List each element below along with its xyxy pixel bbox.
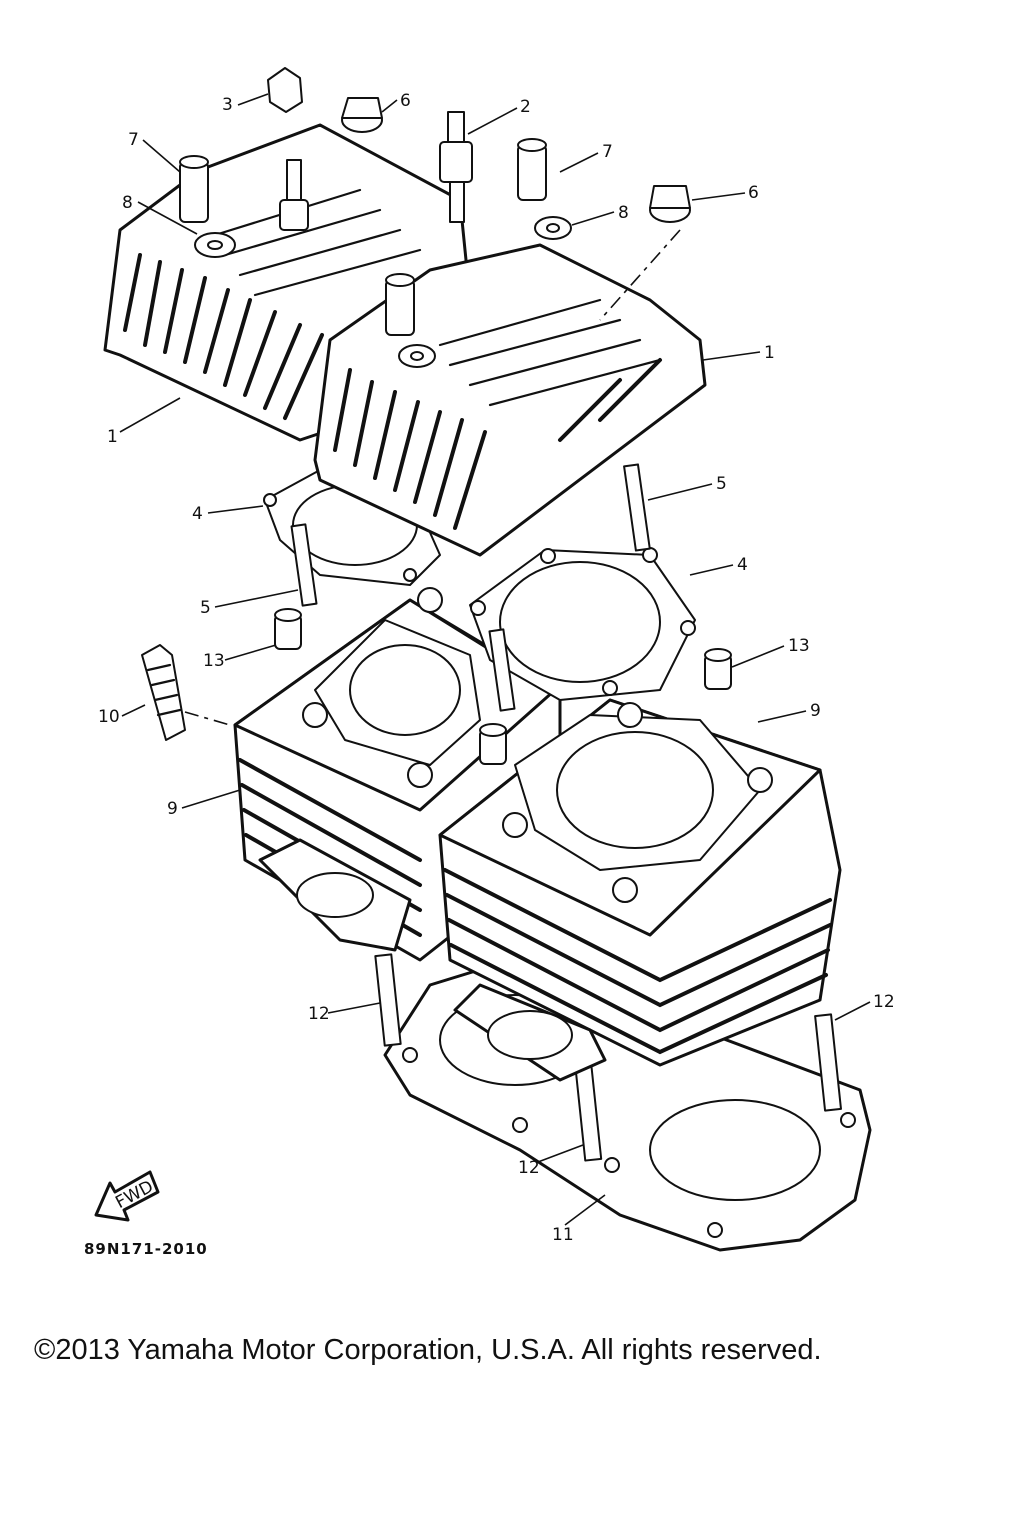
callout-11: 11 [552,1225,574,1245]
acorn-nut-dashline [599,229,681,321]
copyright-notice: ©2013 Yamaha Motor Corporation, U.S.A. A… [34,1334,822,1366]
cylinder-right [438,698,842,1082]
drawing-code: 89N171-2010 [84,1240,208,1258]
callout-12: 12 [873,992,895,1012]
callout-3: 3 [222,95,233,115]
callout-7: 7 [128,130,139,150]
callout-13: 13 [203,651,225,671]
spark-plug-left [279,159,309,231]
head-gasket-right [469,547,696,701]
callout-6: 6 [400,91,411,111]
callout-9: 9 [810,701,821,721]
callout-5: 5 [200,598,211,618]
leader-lines [119,93,871,1226]
callout-12: 12 [518,1158,540,1178]
callout-labels: 3 6 2 7 7 8 8 6 1 1 4 5 4 5 13 13 10 9 9… [98,91,895,1245]
cylinder-nuts [274,608,732,765]
callout-12: 12 [308,1004,330,1024]
callout-13: 13 [788,636,810,656]
callout-4: 4 [737,555,748,575]
callout-10: 10 [98,707,120,727]
exploded-parts-diagram: FWD 3 6 2 7 7 8 8 6 1 1 [94,67,895,1252]
callout-1: 1 [107,427,118,447]
cylinder-left [233,587,562,962]
collars [179,138,547,336]
callout-5: 5 [716,474,727,494]
fwd-arrow-icon: FWD [94,1170,160,1222]
callout-8: 8 [122,193,133,213]
part-10-dashline [184,711,231,726]
short-studs [290,463,651,712]
callout-6: 6 [748,183,759,203]
callout-2: 2 [520,97,531,117]
callout-9: 9 [167,799,178,819]
spark-plug-right [439,111,473,223]
cylinder-studs [374,953,842,1162]
callout-8: 8 [618,203,629,223]
callout-7: 7 [602,142,613,162]
washers [194,216,572,368]
cap-nut-3 [267,67,303,113]
callout-4: 4 [192,504,203,524]
acorn-nuts [341,97,691,223]
part-10 [141,644,186,741]
callout-1: 1 [764,343,775,363]
